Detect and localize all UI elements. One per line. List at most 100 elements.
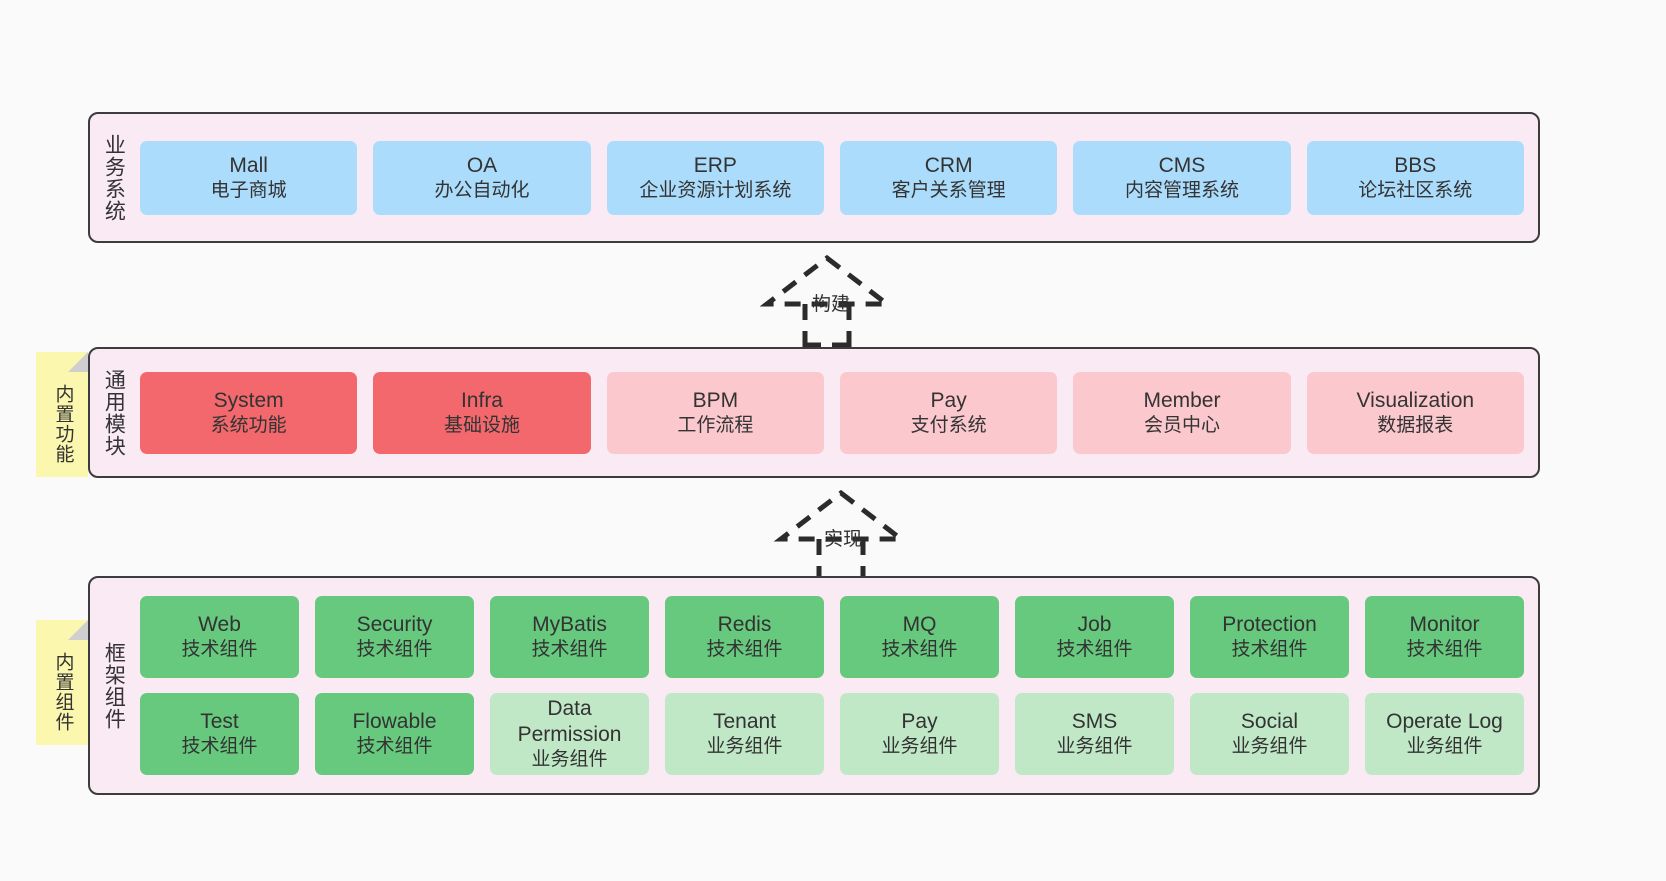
card-system[interactable]: System 系统功能 (140, 371, 358, 454)
card-protection[interactable]: Protection 技术组件 (1190, 596, 1349, 678)
card-title: Monitor (1409, 613, 1480, 636)
card-subtitle: 办公自动化 (434, 179, 530, 201)
card-title: Data Permission (517, 696, 622, 747)
card-subtitle: 技术组件 (881, 639, 958, 661)
card-subtitle: 业务组件 (1231, 736, 1308, 758)
card-title: CMS (1158, 153, 1206, 177)
card-subtitle: 支付系统 (910, 414, 987, 436)
card-oa[interactable]: OA 办公自动化 (373, 140, 591, 215)
card-row: Web 技术组件 Security 技术组件 MyBatis 技术组件 Redi… (140, 596, 1524, 678)
card-title: OA (466, 153, 498, 177)
card-title: Mall (229, 153, 268, 177)
layer-body-framework-components: Web 技术组件 Security 技术组件 MyBatis 技术组件 Redi… (136, 578, 1538, 793)
card-subtitle: 内容管理系统 (1124, 179, 1239, 201)
card-pay-module[interactable]: Pay 支付系统 (839, 371, 1058, 454)
card-row: System 系统功能 Infra 基础设施 BPM 工作流程 Pay 支付系统… (140, 371, 1524, 454)
card-sms[interactable]: SMS 业务组件 (1015, 693, 1174, 775)
card-subtitle: 论坛社区系统 (1358, 179, 1473, 201)
card-job[interactable]: Job 技术组件 (1015, 596, 1174, 678)
sticky-note-builtin-components: 内置组件 (36, 620, 88, 745)
card-title: Job (1077, 613, 1112, 636)
card-subtitle: 技术组件 (706, 639, 783, 661)
card-subtitle: 业务组件 (881, 736, 958, 758)
card-subtitle: 工作流程 (677, 414, 754, 436)
card-subtitle: 技术组件 (181, 736, 258, 758)
card-subtitle: 会员中心 (1143, 414, 1220, 436)
card-subtitle: 基础设施 (443, 414, 520, 436)
card-title: Tenant (712, 710, 777, 733)
card-title: Social (1240, 710, 1299, 733)
card-title: MyBatis (532, 613, 607, 636)
card-subtitle: 业务组件 (706, 736, 783, 758)
card-bpm[interactable]: BPM 工作流程 (606, 371, 824, 454)
card-cms[interactable]: CMS 内容管理系统 (1073, 140, 1291, 215)
card-social[interactable]: Social 业务组件 (1190, 693, 1349, 775)
layer-framework-components: 框架组件 Web 技术组件 Security 技术组件 MyBatis 技术组件… (88, 576, 1540, 795)
card-mall[interactable]: Mall 电子商城 (140, 140, 358, 215)
card-subtitle: 企业资源计划系统 (639, 179, 792, 201)
card-title: Web (198, 613, 241, 636)
card-security[interactable]: Security 技术组件 (315, 596, 474, 678)
layer-business-systems: 业务系统 Mall 电子商城 OA 办公自动化 ERP 企业资源计划系统 CRM… (88, 112, 1540, 243)
card-bbs[interactable]: BBS 论坛社区系统 (1306, 140, 1524, 215)
card-title: Flowable (352, 710, 437, 733)
layer-body-common-modules: System 系统功能 Infra 基础设施 BPM 工作流程 Pay 支付系统… (136, 349, 1538, 476)
layer-body-business-systems: Mall 电子商城 OA 办公自动化 ERP 企业资源计划系统 CRM 客户关系… (136, 114, 1538, 241)
card-redis[interactable]: Redis 技术组件 (665, 596, 824, 678)
layer-label-common-modules: 通用模块 (102, 368, 126, 457)
card-subtitle: 技术组件 (356, 736, 433, 758)
card-title: Test (200, 710, 239, 733)
card-title: Pay (901, 710, 938, 733)
card-data-permission[interactable]: Data Permission 业务组件 (490, 693, 649, 775)
card-row: Test 技术组件 Flowable 技术组件 Data Permission … (140, 693, 1524, 775)
card-title: Pay (930, 388, 967, 412)
card-subtitle: 电子商城 (210, 179, 287, 201)
layer-label-framework-components: 框架组件 (102, 641, 126, 730)
card-subtitle: 技术组件 (356, 639, 433, 661)
card-monitor[interactable]: Monitor 技术组件 (1365, 596, 1524, 678)
card-title: Infra (460, 388, 503, 412)
layer-common-modules: 通用模块 System 系统功能 Infra 基础设施 BPM 工作流程 Pay… (88, 347, 1540, 478)
card-subtitle: 技术组件 (1406, 639, 1483, 661)
card-subtitle: 系统功能 (210, 414, 287, 436)
connector-build: 构建 (752, 252, 902, 348)
card-pay-component[interactable]: Pay 业务组件 (840, 693, 999, 775)
card-title: Member (1143, 388, 1221, 412)
card-row: Mall 电子商城 OA 办公自动化 ERP 企业资源计划系统 CRM 客户关系… (140, 140, 1524, 215)
card-subtitle: 技术组件 (531, 639, 608, 661)
card-mq[interactable]: MQ 技术组件 (840, 596, 999, 678)
card-title: BPM (692, 388, 739, 412)
card-mybatis[interactable]: MyBatis 技术组件 (490, 596, 649, 678)
card-flowable[interactable]: Flowable 技术组件 (315, 693, 474, 775)
card-title: ERP (693, 153, 737, 177)
arrowhead-triangle-icon (773, 489, 909, 542)
card-tenant[interactable]: Tenant 业务组件 (665, 693, 824, 775)
card-visualization[interactable]: Visualization 数据报表 (1306, 371, 1524, 454)
card-subtitle: 技术组件 (1056, 639, 1133, 661)
card-title: System (213, 388, 284, 412)
card-title: MQ (902, 613, 937, 636)
card-member[interactable]: Member 会员中心 (1073, 371, 1291, 454)
card-web[interactable]: Web 技术组件 (140, 596, 299, 678)
connector-implement: 实现 (766, 487, 916, 583)
card-subtitle: 技术组件 (181, 639, 258, 661)
card-subtitle: 业务组件 (1056, 736, 1133, 758)
card-title: CRM (924, 153, 973, 177)
arrowhead-triangle-icon (759, 254, 895, 307)
card-title: Visualization (1356, 388, 1475, 412)
card-title: Security (356, 613, 433, 636)
connector-build-label: 构建 (812, 294, 851, 315)
layer-label-business-systems: 业务系统 (102, 133, 126, 222)
sticky-note-builtin-functions: 内置功能 (36, 352, 88, 477)
connector-implement-label: 实现 (824, 529, 863, 550)
card-infra[interactable]: Infra 基础设施 (373, 371, 591, 454)
card-erp[interactable]: ERP 企业资源计划系统 (606, 140, 824, 215)
card-crm[interactable]: CRM 客户关系管理 (839, 140, 1058, 215)
card-subtitle: 技术组件 (1231, 639, 1308, 661)
card-title: Protection (1222, 613, 1317, 636)
card-test[interactable]: Test 技术组件 (140, 693, 299, 775)
card-title: BBS (1394, 153, 1437, 177)
card-title: SMS (1071, 710, 1118, 733)
card-operate-log[interactable]: Operate Log 业务组件 (1365, 693, 1524, 775)
